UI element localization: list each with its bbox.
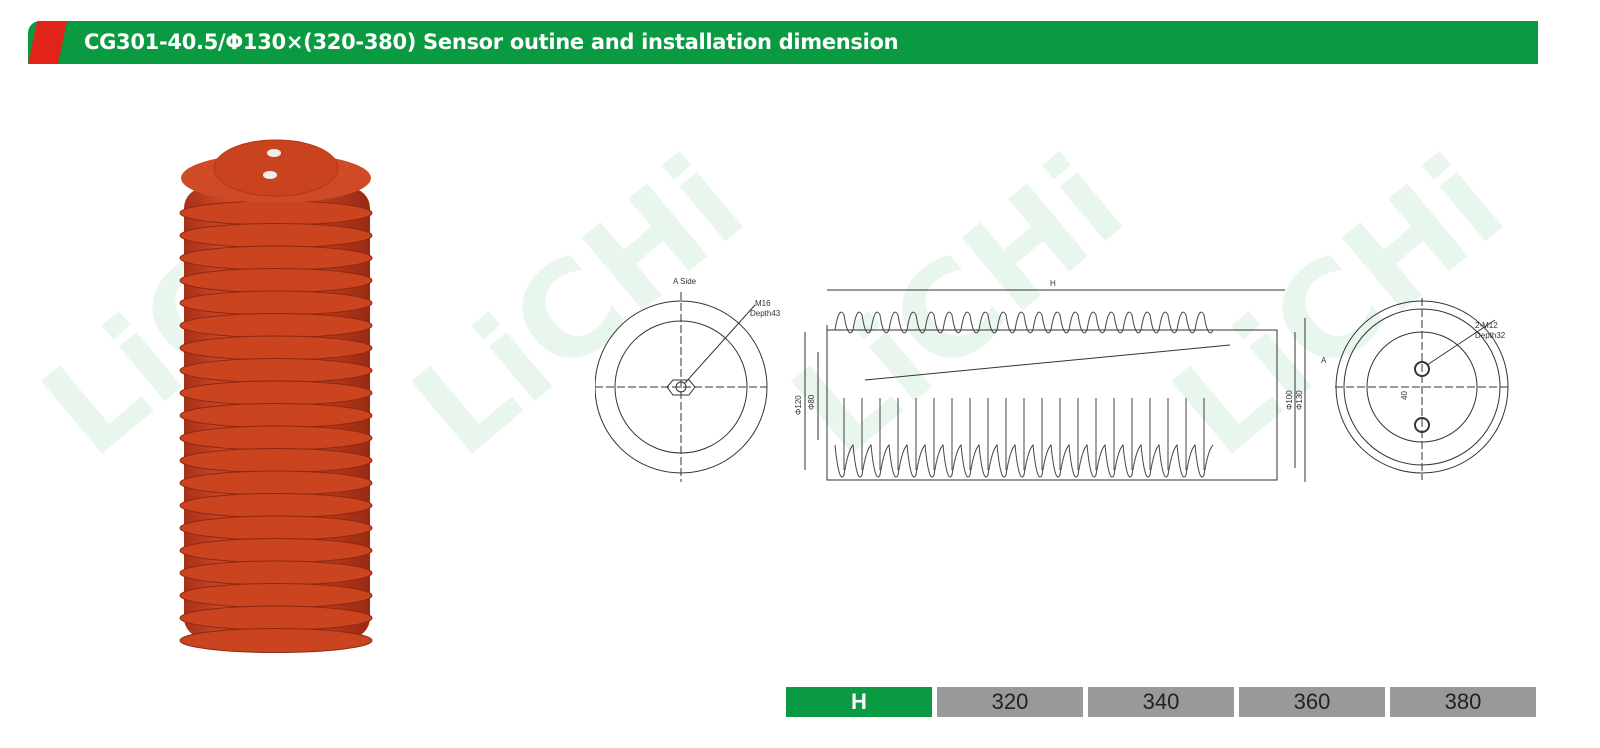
- shed-rib: [179, 560, 373, 586]
- shed-rib: [179, 290, 373, 316]
- hole-spacing-label: 40: [1400, 391, 1409, 400]
- thread-depth-label: Depth43: [750, 309, 781, 318]
- a-side-label: A Side: [673, 277, 697, 286]
- fin-profile: [834, 311, 1214, 334]
- view-marker: A: [1321, 356, 1327, 365]
- fin-profile: [834, 443, 1214, 478]
- shed-rib: [179, 470, 373, 496]
- table-cell: 340: [1088, 687, 1234, 717]
- thread-label: M16: [755, 299, 771, 308]
- height-table: H 320 340 360 380: [786, 687, 1536, 717]
- shed-rib: [179, 448, 373, 473]
- length-label: H: [1050, 279, 1056, 288]
- dimension-drawing: A Side M16 Depth43 H Φ120 Φ80 Φ100 Φ130 …: [595, 277, 1510, 482]
- shed-rib: [179, 403, 373, 428]
- shed-rib: [179, 515, 373, 541]
- bolt-depth-label: Depth32: [1475, 331, 1506, 340]
- table-cell: 320: [937, 687, 1083, 717]
- bolt-label: 2-M12: [1475, 321, 1498, 330]
- page-title: CG301-40.5/Φ130×(320-380) Sensor outine …: [84, 30, 899, 54]
- shed-rib: [179, 335, 373, 361]
- table-header-h: H: [786, 687, 932, 717]
- shed-rib: [179, 380, 373, 406]
- shed-rib: [179, 223, 373, 248]
- table-cell: 380: [1390, 687, 1536, 717]
- dia-inner-right: Φ100: [1285, 390, 1294, 410]
- shed-rib: [179, 628, 373, 653]
- table-cell: 360: [1239, 687, 1385, 717]
- banner-accent: [28, 21, 68, 64]
- title-banner: CG301-40.5/Φ130×(320-380) Sensor outine …: [28, 21, 1538, 64]
- sensor-photo: [179, 139, 373, 653]
- shed-rib: [179, 245, 373, 271]
- shed-rib: [179, 268, 373, 293]
- shed-rib: [179, 538, 373, 563]
- dia-outer-right: Φ130: [1295, 390, 1304, 410]
- dia-outer-left: Φ120: [794, 395, 803, 415]
- shed-rib: [179, 425, 373, 451]
- shed-rib: [179, 200, 373, 226]
- shed-rib: [179, 313, 373, 338]
- shed-rib: [179, 358, 373, 383]
- shed-rib: [179, 493, 373, 518]
- dia-inner-left: Φ80: [807, 394, 816, 410]
- shed-rib: [179, 605, 373, 631]
- shed-rib: [179, 583, 373, 608]
